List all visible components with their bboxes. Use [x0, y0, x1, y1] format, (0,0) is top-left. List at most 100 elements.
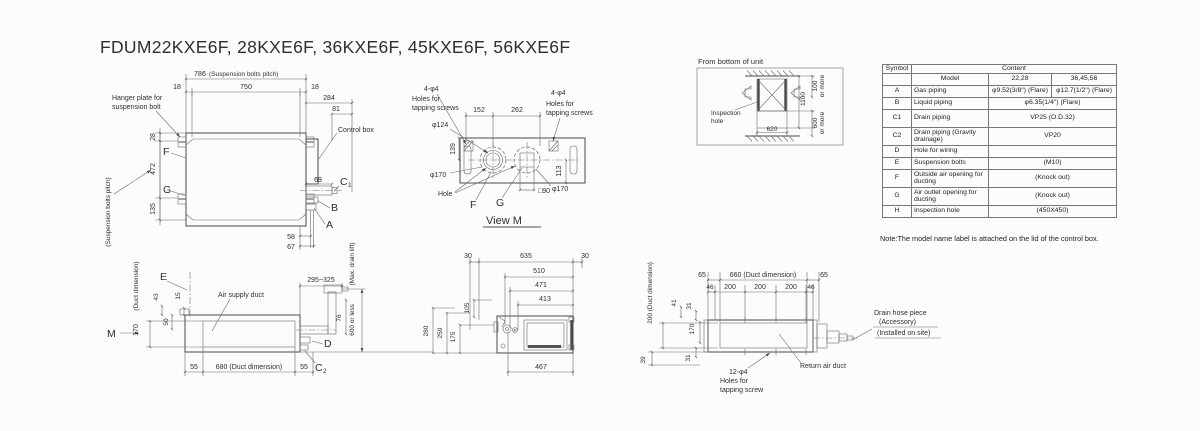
dim-139: 139	[450, 143, 457, 155]
inspection-hole-label-2: hole	[711, 118, 724, 125]
inspection-hole-label-1: Inspection	[711, 110, 741, 117]
cell-value	[988, 144, 1117, 158]
cell-value: (Knock out)	[988, 186, 1117, 206]
tapping-screws-right-2: Holes for	[546, 101, 575, 108]
dim-18-left: 18	[173, 84, 181, 91]
hanger-plate-label-1: Hanger plate for	[112, 95, 163, 102]
dim-28: 28	[150, 133, 157, 141]
cell-value: (450X450)	[988, 204, 1117, 218]
dim-100-note: or more	[819, 74, 826, 97]
dim-413: 413	[539, 296, 551, 303]
rear-unit-outline	[707, 319, 814, 353]
g-square-opening	[519, 152, 535, 168]
dim-600-or-less: 600 or less	[349, 303, 356, 336]
duct-dimension-note: (Duct dimension)	[133, 261, 140, 310]
tapping-screws-left-3: tapping screws	[412, 105, 459, 112]
cell-label: Liquid piping	[911, 96, 989, 110]
cell-model-label: Model	[911, 72, 989, 86]
screw-brackets	[463, 140, 559, 152]
table-row-g: G Air outlet opening for ducting (Knock …	[882, 186, 1117, 206]
dim-280: 280	[423, 325, 430, 336]
airflow-arrow-right	[790, 85, 801, 101]
front-unit-outline	[184, 314, 301, 353]
dim-600: 600	[812, 117, 819, 128]
dim-30-right: 30	[581, 253, 589, 260]
hanger-plates	[177, 136, 315, 205]
cell-symbol: F	[882, 168, 912, 188]
table-header-row: Symbol Content	[882, 64, 1117, 74]
dim-sq90: □90	[538, 188, 550, 195]
label-c1-sub: 1	[348, 182, 352, 189]
g-knockout-circle	[513, 146, 541, 174]
plan-view: 786 (Suspension bolts pitch) 18 750 18 2…	[105, 71, 374, 251]
tapping-screws-left-1: 4-φ4	[424, 86, 439, 93]
cell-model-364556: 36,45,56	[1051, 72, 1117, 86]
cell-symbol: D	[882, 144, 912, 158]
tapping-screws-right-3: tapping screws	[546, 110, 593, 117]
dim-43: 43	[153, 293, 160, 301]
dim-152: 152	[473, 107, 485, 114]
label-a: A	[326, 219, 333, 231]
right-slot	[569, 145, 578, 175]
dim-55-left: 55	[190, 364, 198, 371]
dim-467: 467	[535, 364, 547, 371]
view-m: 152 262 φ124 139 φ170 113 φ170 □90 Hole …	[412, 86, 593, 228]
table-row-c1: C1 Drain piping VP25 (O.D.32)	[882, 108, 1117, 128]
rear-duct-dimension-note: 200 (Duct dimension)	[647, 262, 654, 324]
cell-symbol: C2	[882, 126, 912, 146]
cell-value: φ9.52(3/8") (Flare)	[988, 84, 1052, 98]
label-f: F	[163, 146, 169, 158]
tapping-screws-right-1: 4-φ4	[551, 90, 566, 97]
spec-table: Symbol Content Model 22,28 36,45,56 A Ga…	[882, 64, 1117, 218]
cell-value: (M10)	[988, 156, 1117, 170]
dim-175: 175	[450, 331, 457, 342]
dim-phi170-left: φ170	[430, 172, 446, 179]
cell-label: Drain piping	[911, 108, 989, 128]
bottom-view: 30 635 30 510 471 413 105 175 250 280 46…	[423, 253, 589, 376]
return-air-duct-label: Return air duct	[800, 363, 846, 370]
drain-pan-edge	[528, 345, 561, 348]
drain-hose-label-3: (Installed on site)	[877, 330, 930, 337]
tapping-screws-left-2: Holes for	[412, 96, 441, 103]
cell-empty	[882, 72, 912, 86]
drain-hose-piece	[813, 323, 858, 349]
dim-262: 262	[511, 107, 523, 114]
dim-680: 680 (Duct dimension)	[216, 364, 283, 371]
cell-value: VP25 (O.D.32)	[988, 108, 1117, 128]
table-row-f: F Outside air opening for ducting (Knock…	[882, 168, 1117, 188]
f-knockout-circle	[479, 146, 507, 174]
cell-symbol: G	[882, 186, 912, 206]
cell-value: VP20	[988, 126, 1117, 146]
dim-200-2: 200	[754, 284, 766, 291]
from-bottom-of-unit: From bottom of unit Inspection hole 1100…	[696, 57, 844, 146]
dim-786: 786	[194, 71, 206, 78]
dim-105: 105	[464, 302, 471, 313]
dim-660: 660 (Duct dimension)	[730, 272, 797, 279]
max-drain-lift-note: (Max. drain lift)	[349, 243, 356, 286]
dim-1100: 1100	[800, 92, 807, 106]
dim-284: 284	[323, 95, 335, 102]
header-symbol: Symbol	[882, 64, 912, 74]
table-row-b: B Liquid piping φ6.35(1/4") (Flare)	[882, 96, 1117, 110]
cell-label: Inspection hole	[911, 204, 989, 218]
cell-label: Gas piping	[911, 84, 989, 98]
cell-label: Outside air opening for ducting	[911, 168, 989, 188]
dim-76: 76	[336, 314, 343, 322]
dim-295-325: 295~325	[307, 277, 335, 284]
header-content: Content	[911, 64, 1117, 74]
dim-200-3: 200	[785, 284, 797, 291]
ceiling-hatch	[746, 70, 795, 77]
cell-value: φ12.7(1/2") (Flare)	[1051, 84, 1117, 98]
cell-label: Drain piping (Gravity drainage)	[911, 126, 989, 146]
table-row-c2: C2 Drain piping (Gravity drainage) VP20	[882, 126, 1117, 146]
control-box-label: Control box	[338, 127, 374, 134]
refrigerant-pipes	[300, 185, 342, 248]
rear-view: 65 660 (Duct dimension) 65 46 200 200 20…	[640, 262, 941, 394]
label-f: F	[470, 199, 476, 211]
floor-hatch	[746, 135, 795, 142]
label-m: M	[107, 328, 116, 340]
cell-symbol: E	[882, 156, 912, 170]
dim-phi124: φ124	[432, 122, 448, 129]
cell-symbol: C1	[882, 108, 912, 128]
left-slot	[463, 145, 472, 175]
